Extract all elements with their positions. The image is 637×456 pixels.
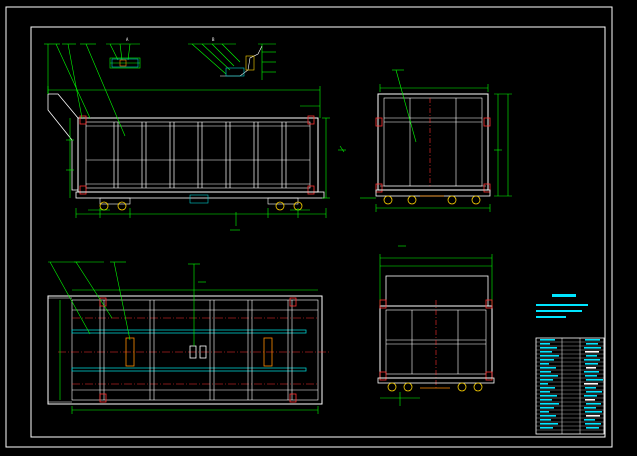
title-block-text-mark: [586, 343, 598, 345]
detail-a-callout: [106, 43, 141, 69]
title-block-text-mark: [585, 375, 597, 377]
title-block-text-mark: [540, 403, 559, 405]
title-block-text-mark: [586, 355, 597, 357]
title-block-text-mark: [540, 407, 554, 409]
title-block-text-mark: [540, 399, 552, 401]
title-block-text-mark: [540, 427, 553, 429]
plan-view: [47, 261, 330, 414]
title-block-text-mark: [586, 367, 596, 369]
title-block-text-mark: [585, 351, 599, 353]
title-block-text-mark: [540, 347, 557, 349]
title-block-text-mark: [540, 411, 549, 413]
outer-border: [5, 6, 613, 448]
title-block-text-mark: [584, 383, 598, 385]
title-block-text-mark: [585, 339, 600, 341]
title-block-text-mark: [585, 411, 602, 413]
title-block-text-mark: [585, 387, 596, 389]
title-block-text-mark: [540, 371, 551, 373]
title-block-text-mark: [540, 379, 553, 381]
title-block-text-mark: [540, 363, 549, 365]
title-block-text-mark: [586, 391, 602, 393]
title-block-text-mark: [586, 415, 600, 417]
title-block-text-mark: [540, 367, 556, 369]
side-elevation-view: [360, 69, 512, 212]
title-block-text-mark: [584, 395, 597, 397]
title-block-text-mark: [540, 419, 551, 421]
front-elevation-view: A B: [44, 37, 330, 218]
title-block-text-mark: [584, 371, 599, 373]
title-block-text-mark: [540, 391, 550, 393]
title-block-text-mark: [540, 359, 554, 361]
section-view: [377, 245, 495, 406]
title-block-text-mark: [585, 399, 595, 401]
title-block-text-mark: [540, 423, 558, 425]
title-block-text-mark: [540, 383, 548, 385]
title-block-text-mark: [584, 419, 595, 421]
title-block-text-mark: [540, 387, 555, 389]
technical-notes: [536, 294, 588, 318]
title-block-text-mark: [586, 427, 599, 429]
title-block-text-mark: [586, 379, 603, 381]
title-block-text-mark: [540, 351, 552, 353]
title-block-text-mark: [540, 343, 550, 345]
title-block-text-mark: [584, 347, 601, 349]
title-block-text-mark: [540, 339, 555, 341]
inner-border: [30, 26, 606, 438]
title-block-text-mark: [540, 355, 559, 357]
svg-text:B: B: [212, 37, 215, 42]
title-block-text-mark: [585, 423, 601, 425]
svg-text:A: A: [126, 37, 129, 42]
title-block: [535, 337, 605, 435]
detail-b-callout: [188, 43, 276, 80]
title-block-text-mark: [586, 403, 601, 405]
title-block-text-mark: [540, 375, 558, 377]
title-block-text-mark: [540, 415, 556, 417]
title-block-text-mark: [584, 407, 596, 409]
title-block-text-mark: [585, 363, 598, 365]
title-block-text-mark: [584, 359, 600, 361]
view-markers: [198, 145, 346, 283]
title-block-text-mark: [540, 395, 557, 397]
